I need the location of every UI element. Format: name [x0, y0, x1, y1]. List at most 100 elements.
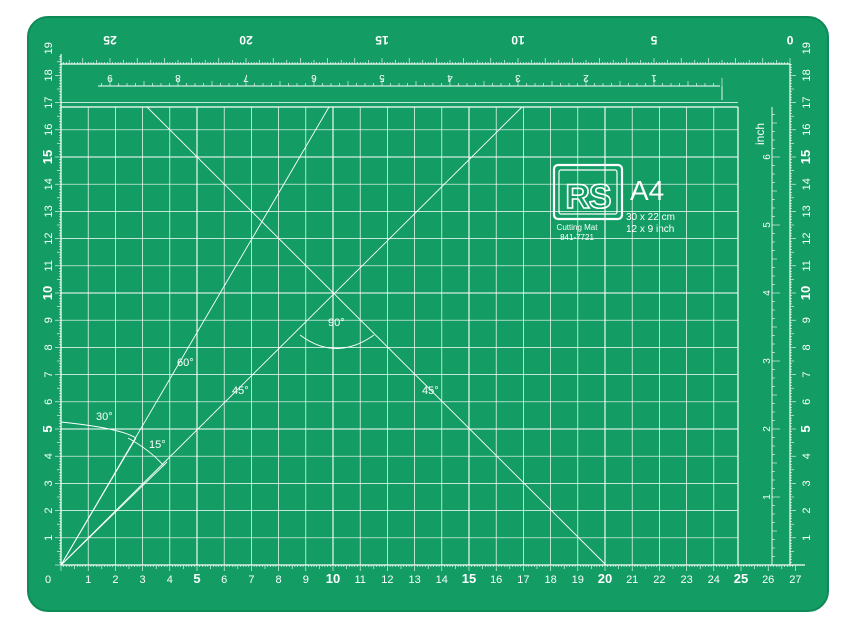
arc-30	[60, 421, 137, 439]
top-scale-number: 25	[103, 33, 117, 47]
top-inch-number: 7	[243, 72, 249, 83]
bottom-scale-number: 11	[354, 574, 365, 586]
bottom-scale-number: 22	[653, 574, 665, 586]
left-scale-number: 2	[43, 508, 55, 514]
left-scale-number: 12	[43, 232, 55, 244]
right-scale-number: 2	[801, 508, 813, 514]
right-scale-number: 1	[801, 535, 813, 541]
top-scale-number: 20	[239, 33, 253, 47]
angle-label-30: 30°	[96, 411, 113, 423]
left-scale-number: 19	[43, 42, 55, 54]
angle-label-15: 15°	[149, 439, 166, 451]
bottom-scale-number: 25	[734, 571, 748, 586]
right-scale-number: 16	[801, 124, 813, 136]
bottom-scale-number: 24	[708, 574, 720, 586]
right-inch-number: 5	[762, 222, 773, 228]
logo-dimensions-cm: 30 x 22 cm	[626, 212, 675, 223]
right-scale-number: 14	[801, 178, 813, 190]
left-scale-number: 18	[43, 69, 55, 81]
right-scale-number: 13	[801, 205, 813, 217]
left-scale-number: 6	[43, 399, 55, 405]
left-scale-number: 4	[43, 453, 55, 459]
left-scale-number: 5	[40, 425, 55, 432]
left-scale-number: 10	[40, 286, 55, 300]
arc-15	[127, 437, 165, 467]
rs-logo-block: RS Cutting Mat 841-7721 A4 30 x 22 cm 12…	[552, 163, 675, 242]
logo-dimensions-inch: 12 x 9 inch	[626, 224, 674, 235]
top-scale-number: 10	[511, 33, 525, 47]
angle-guides	[60, 106, 607, 566]
bottom-scale-number: 8	[276, 574, 282, 586]
right-scale-number: 12	[801, 232, 813, 244]
bottom-scale-number: 6	[221, 574, 227, 586]
bottom-scale-number: 27	[789, 574, 801, 586]
bottom-scale-number: 13	[408, 574, 420, 586]
bottom-scale-number: 20	[598, 571, 612, 586]
angle-labels: 30° 15° 60° 45° 90° 45°	[96, 317, 439, 451]
right-scale-number: 7	[801, 372, 813, 378]
left-scale-number: 13	[43, 205, 55, 217]
right-scale-number: 10	[798, 286, 813, 300]
right-scale-number: 17	[801, 96, 813, 108]
left-scale-number: 17	[43, 96, 55, 108]
right-scale-number: 15	[798, 150, 813, 164]
bottom-scale-number: 2	[112, 574, 118, 586]
right-scale-number: 18	[801, 69, 813, 81]
bottom-scale-number: 21	[626, 574, 638, 586]
right-scale-number: 8	[801, 344, 813, 350]
right-scale-number: 6	[801, 399, 813, 405]
bottom-scale-number: 9	[303, 574, 309, 586]
left-scale-number: 3	[43, 480, 55, 486]
top-scale-number: 5	[650, 33, 657, 47]
bottom-scale-number: 26	[762, 574, 774, 586]
right-inch-number: 1	[762, 494, 773, 500]
top-inch-number: 9	[107, 72, 113, 83]
top-inch-number: 4	[447, 72, 453, 83]
top-inch-number: 8	[175, 72, 181, 83]
angle-label-45-left: 45°	[232, 385, 249, 397]
right-scale-number: 5	[798, 425, 813, 432]
bottom-scale-number: 19	[572, 574, 584, 586]
right-scale-number: 3	[801, 480, 813, 486]
guide-45-left	[60, 106, 523, 566]
top-scale-number: 0	[786, 33, 793, 47]
left-scale-number: 15	[40, 150, 55, 164]
bottom-scale-number: 17	[517, 574, 529, 586]
left-scale-number: 8	[43, 344, 55, 350]
right-scale-number: 19	[801, 42, 813, 54]
right-scale-number: 4	[801, 453, 813, 459]
bottom-scale-number: 5	[193, 571, 200, 586]
top-scale-number: 15	[375, 33, 389, 47]
rs-logo-letters: RS	[565, 178, 611, 216]
bottom-scale-number: 14	[436, 574, 448, 586]
left-scale-number: 1	[43, 535, 55, 541]
left-scale-number: 14	[43, 178, 55, 190]
logo-part-number: 841-7721	[560, 233, 594, 242]
bottom-scale-number: 16	[490, 574, 502, 586]
top-inch-number: 3	[515, 72, 521, 83]
bottom-scale-number: 10	[326, 571, 340, 586]
left-scale-number: 11	[43, 260, 55, 271]
bottom-scale-number: 0	[45, 574, 51, 586]
left-scale-number: 7	[43, 372, 55, 378]
top-inch-number: 2	[583, 72, 589, 83]
rs-logo-box	[552, 163, 624, 221]
grid-lines	[60, 54, 805, 566]
top-inch-number: 5	[379, 72, 385, 83]
rs-logo-inner-box	[558, 169, 618, 215]
bottom-scale-number: 3	[140, 574, 146, 586]
left-scale-number: 16	[43, 124, 55, 136]
bottom-scale-number: 18	[544, 574, 556, 586]
bottom-scale-number: 23	[680, 574, 692, 586]
arc-90	[299, 334, 375, 349]
guide-15	[60, 461, 168, 566]
right-inch-number: 4	[762, 290, 773, 296]
ruler-ticks	[55, 56, 796, 571]
right-inch-number: 3	[762, 358, 773, 364]
guide-30	[60, 437, 137, 566]
right-scale-number: 11	[801, 260, 813, 271]
right-inch-label: inch	[753, 123, 767, 145]
